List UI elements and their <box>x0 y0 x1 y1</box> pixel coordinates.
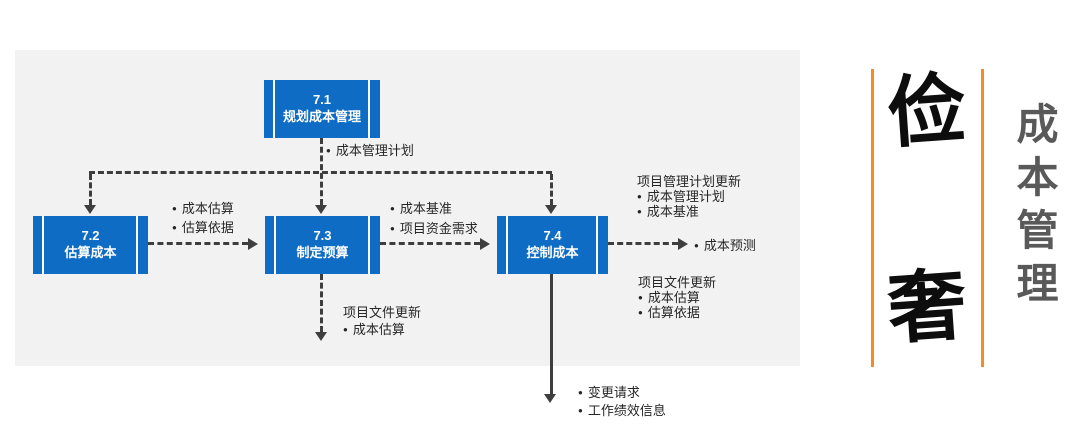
arrowhead-estimate-to-budget <box>248 238 258 250</box>
label-header: 项目文件更新 <box>343 305 422 320</box>
arrowhead-budget-doc-update <box>315 332 327 341</box>
dashed-line-estimate-to-budget <box>148 242 248 245</box>
label-control-bottom-outputs: 变更请求 工作绩效信息 <box>578 384 666 420</box>
arrowhead-budget-to-control <box>480 238 490 250</box>
label-header: 项目管理计划更新 <box>637 174 742 189</box>
dashed-line-budget-to-control <box>380 242 480 245</box>
label-header: 项目文件更新 <box>638 275 717 290</box>
process-name: 估算成本 <box>64 245 117 260</box>
dashed-line-into-estimate <box>89 174 92 205</box>
dashed-line-control-to-forecast <box>608 242 678 245</box>
big-character-she: 奢 <box>885 260 969 354</box>
process-number: 7.2 <box>81 228 100 244</box>
arrowhead-into-budget <box>315 205 327 214</box>
label-estimate-outputs: 成本估算 估算依据 <box>172 199 234 237</box>
process-number: 7.3 <box>313 228 332 244</box>
process-name: 规划成本管理 <box>282 109 361 124</box>
process-box-estimate-costs: 7.2 估算成本 <box>33 216 148 274</box>
process-number: 7.1 <box>312 92 332 108</box>
dashed-line-into-control <box>550 174 553 205</box>
process-box-determine-budget: 7.3 制定预算 <box>265 216 380 274</box>
process-name: 控制成本 <box>526 245 579 260</box>
arrowhead-into-estimate <box>84 205 96 214</box>
vertical-title-cost-management: 成本管理 <box>1011 102 1058 314</box>
big-character-jian: 俭 <box>885 64 969 158</box>
label-cost-management-plan-output: 成本管理计划 <box>326 141 414 160</box>
arrowhead-control-outputs-down <box>544 394 556 403</box>
arrowhead-control-to-forecast <box>678 238 688 250</box>
process-box-control-costs: 7.4 控制成本 <box>497 216 608 274</box>
orange-divider-line-left <box>871 69 874 367</box>
dashed-line-budget-doc-update <box>320 274 323 332</box>
process-box-plan-cost-management: 7.1 规划成本管理 <box>264 80 380 138</box>
label-control-plan-updates: 项目管理计划更新 成本管理计划 成本基准 <box>637 174 741 219</box>
dashed-line-distribution-horizontal <box>89 171 552 174</box>
process-number: 7.4 <box>543 228 562 244</box>
label-control-document-updates: 项目文件更新 成本估算 估算依据 <box>638 275 716 320</box>
solid-line-control-outputs-down <box>550 274 553 394</box>
orange-divider-line-right <box>981 69 984 367</box>
process-name: 制定预算 <box>296 245 349 260</box>
arrowhead-into-control <box>545 205 557 214</box>
label-budget-document-updates: 项目文件更新 成本估算 <box>343 304 421 338</box>
label-budget-outputs: 成本基准 项目资金需求 <box>390 199 478 239</box>
label-cost-forecast-output: 成本预测 <box>694 236 756 255</box>
